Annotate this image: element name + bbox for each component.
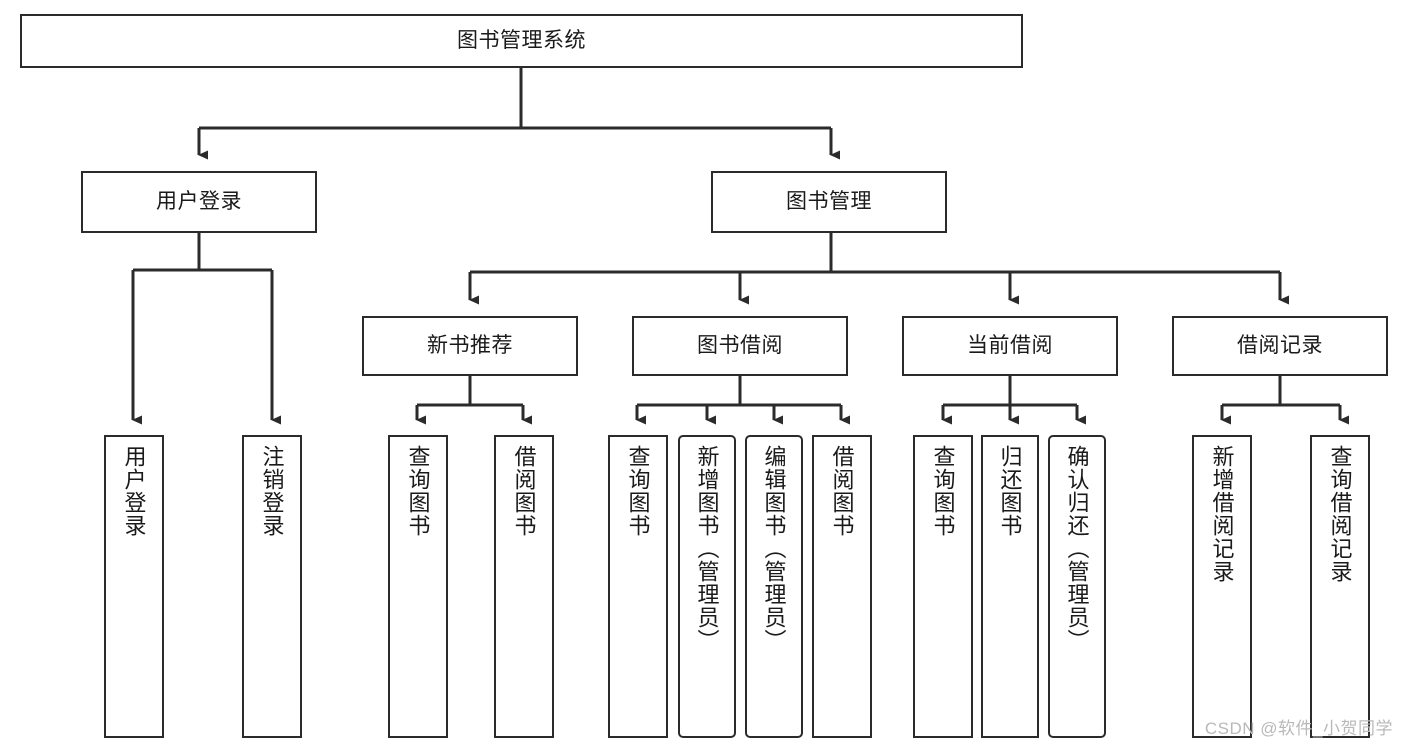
node-label: 新增借阅记录 [1209, 445, 1235, 583]
node-label: 借阅记录 [1237, 333, 1323, 357]
node-label: 查询图书 [930, 445, 956, 537]
leaf-borrow-record-query-record[interactable]: 查询借阅记录 [1310, 435, 1370, 738]
node-label: 注销登录 [259, 445, 285, 537]
node-new-book-recommend[interactable]: 新书推荐 [362, 316, 578, 376]
node-label: 归还图书 [997, 445, 1023, 537]
node-label: 确认归还（管理员） [1064, 445, 1090, 652]
leaf-user-login-logout[interactable]: 注销登录 [242, 435, 302, 738]
leaf-current-borrow-confirm-return-admin[interactable]: 确认归还（管理员） [1048, 435, 1106, 738]
leaf-new-book-query-book[interactable]: 查询图书 [388, 435, 448, 738]
node-label: 查询借阅记录 [1327, 445, 1353, 583]
node-label: 图书管理系统 [457, 28, 586, 52]
leaf-new-book-borrow-book[interactable]: 借阅图书 [494, 435, 554, 738]
node-label: 借阅图书 [511, 445, 537, 537]
node-label: 借阅图书 [829, 445, 855, 537]
leaf-current-borrow-query-book[interactable]: 查询图书 [913, 435, 973, 738]
node-label: 用户登录 [156, 189, 242, 213]
node-current-borrow[interactable]: 当前借阅 [902, 316, 1118, 376]
node-label: 当前借阅 [967, 333, 1053, 357]
leaf-book-borrow-borrow-book[interactable]: 借阅图书 [812, 435, 872, 738]
leaf-book-borrow-query-book[interactable]: 查询图书 [608, 435, 668, 738]
node-label: 编辑图书（管理员） [761, 445, 787, 652]
node-label: 图书管理 [786, 189, 872, 213]
leaf-current-borrow-return-book[interactable]: 归还图书 [981, 435, 1039, 738]
node-book-borrow[interactable]: 图书借阅 [632, 316, 848, 376]
node-label: 用户登录 [121, 445, 147, 537]
node-borrow-record[interactable]: 借阅记录 [1172, 316, 1388, 376]
node-label: 新增图书（管理员） [694, 445, 720, 652]
leaf-borrow-record-add-record[interactable]: 新增借阅记录 [1192, 435, 1252, 738]
leaf-book-borrow-add-book-admin[interactable]: 新增图书（管理员） [678, 435, 736, 738]
leaf-book-borrow-edit-book-admin[interactable]: 编辑图书（管理员） [745, 435, 803, 738]
csdn-watermark: CSDN @软件_小贺同学 [1204, 719, 1393, 738]
node-label: 新书推荐 [427, 333, 513, 357]
node-book-management[interactable]: 图书管理 [711, 171, 947, 233]
node-user-login[interactable]: 用户登录 [81, 171, 317, 233]
leaf-user-login-login[interactable]: 用户登录 [104, 435, 164, 738]
node-label: 查询图书 [625, 445, 651, 537]
node-label: 图书借阅 [697, 333, 783, 357]
node-label: 查询图书 [405, 445, 431, 537]
node-root-book-management-system[interactable]: 图书管理系统 [20, 14, 1023, 68]
